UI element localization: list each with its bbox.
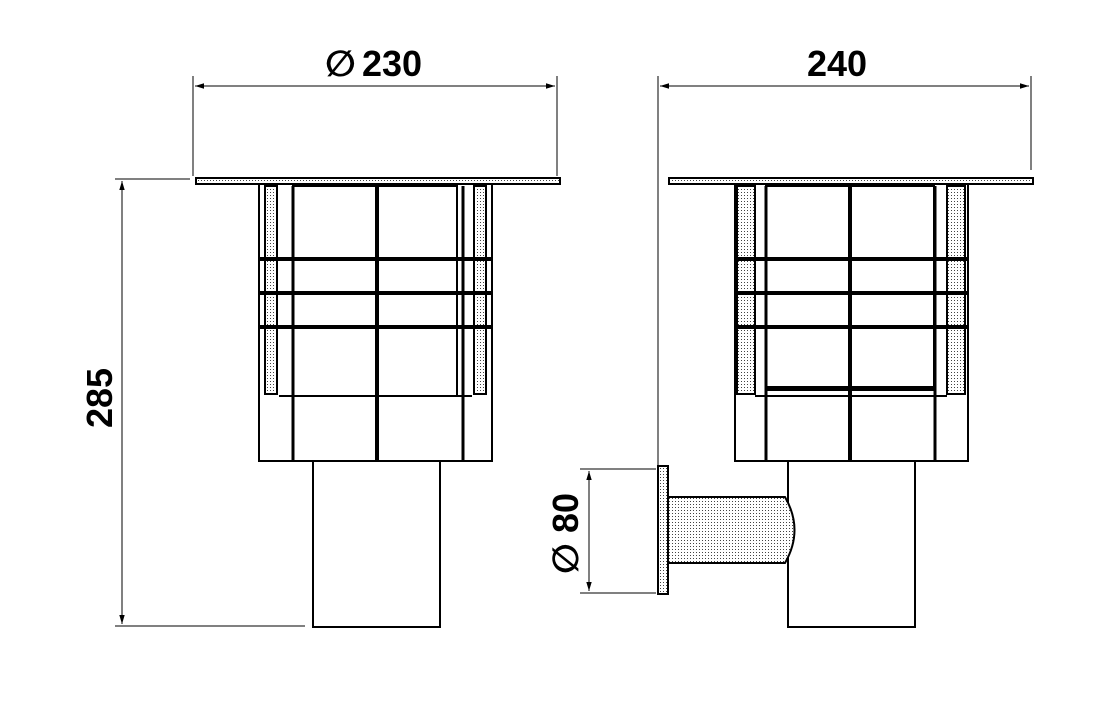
mount-diameter-dimension: 80 ∅ [545,468,656,594]
front-view: ∅ 230 285 [79,43,561,628]
wall-mount-arm [667,496,796,564]
side-right-post [946,185,966,395]
front-right-post [473,185,487,395]
height-value: 285 [79,368,120,428]
mount-diameter-symbol: ∅ [545,543,586,574]
wall-mount-plate [657,465,669,595]
side-width-dimension: 240 [657,43,1032,466]
mount-diameter-value: 80 [545,493,586,533]
side-width-value: 240 [807,43,867,84]
side-stem [787,460,916,628]
side-view: 240 80 ∅ [545,43,1034,628]
height-dimension: 285 [79,178,305,627]
front-diameter-symbol: ∅ [325,43,356,84]
front-diameter-dimension: ∅ 230 [192,43,558,176]
side-left-post [736,185,756,395]
front-stem [312,460,441,628]
front-left-post [264,185,278,395]
front-diameter-value: 230 [362,43,422,84]
